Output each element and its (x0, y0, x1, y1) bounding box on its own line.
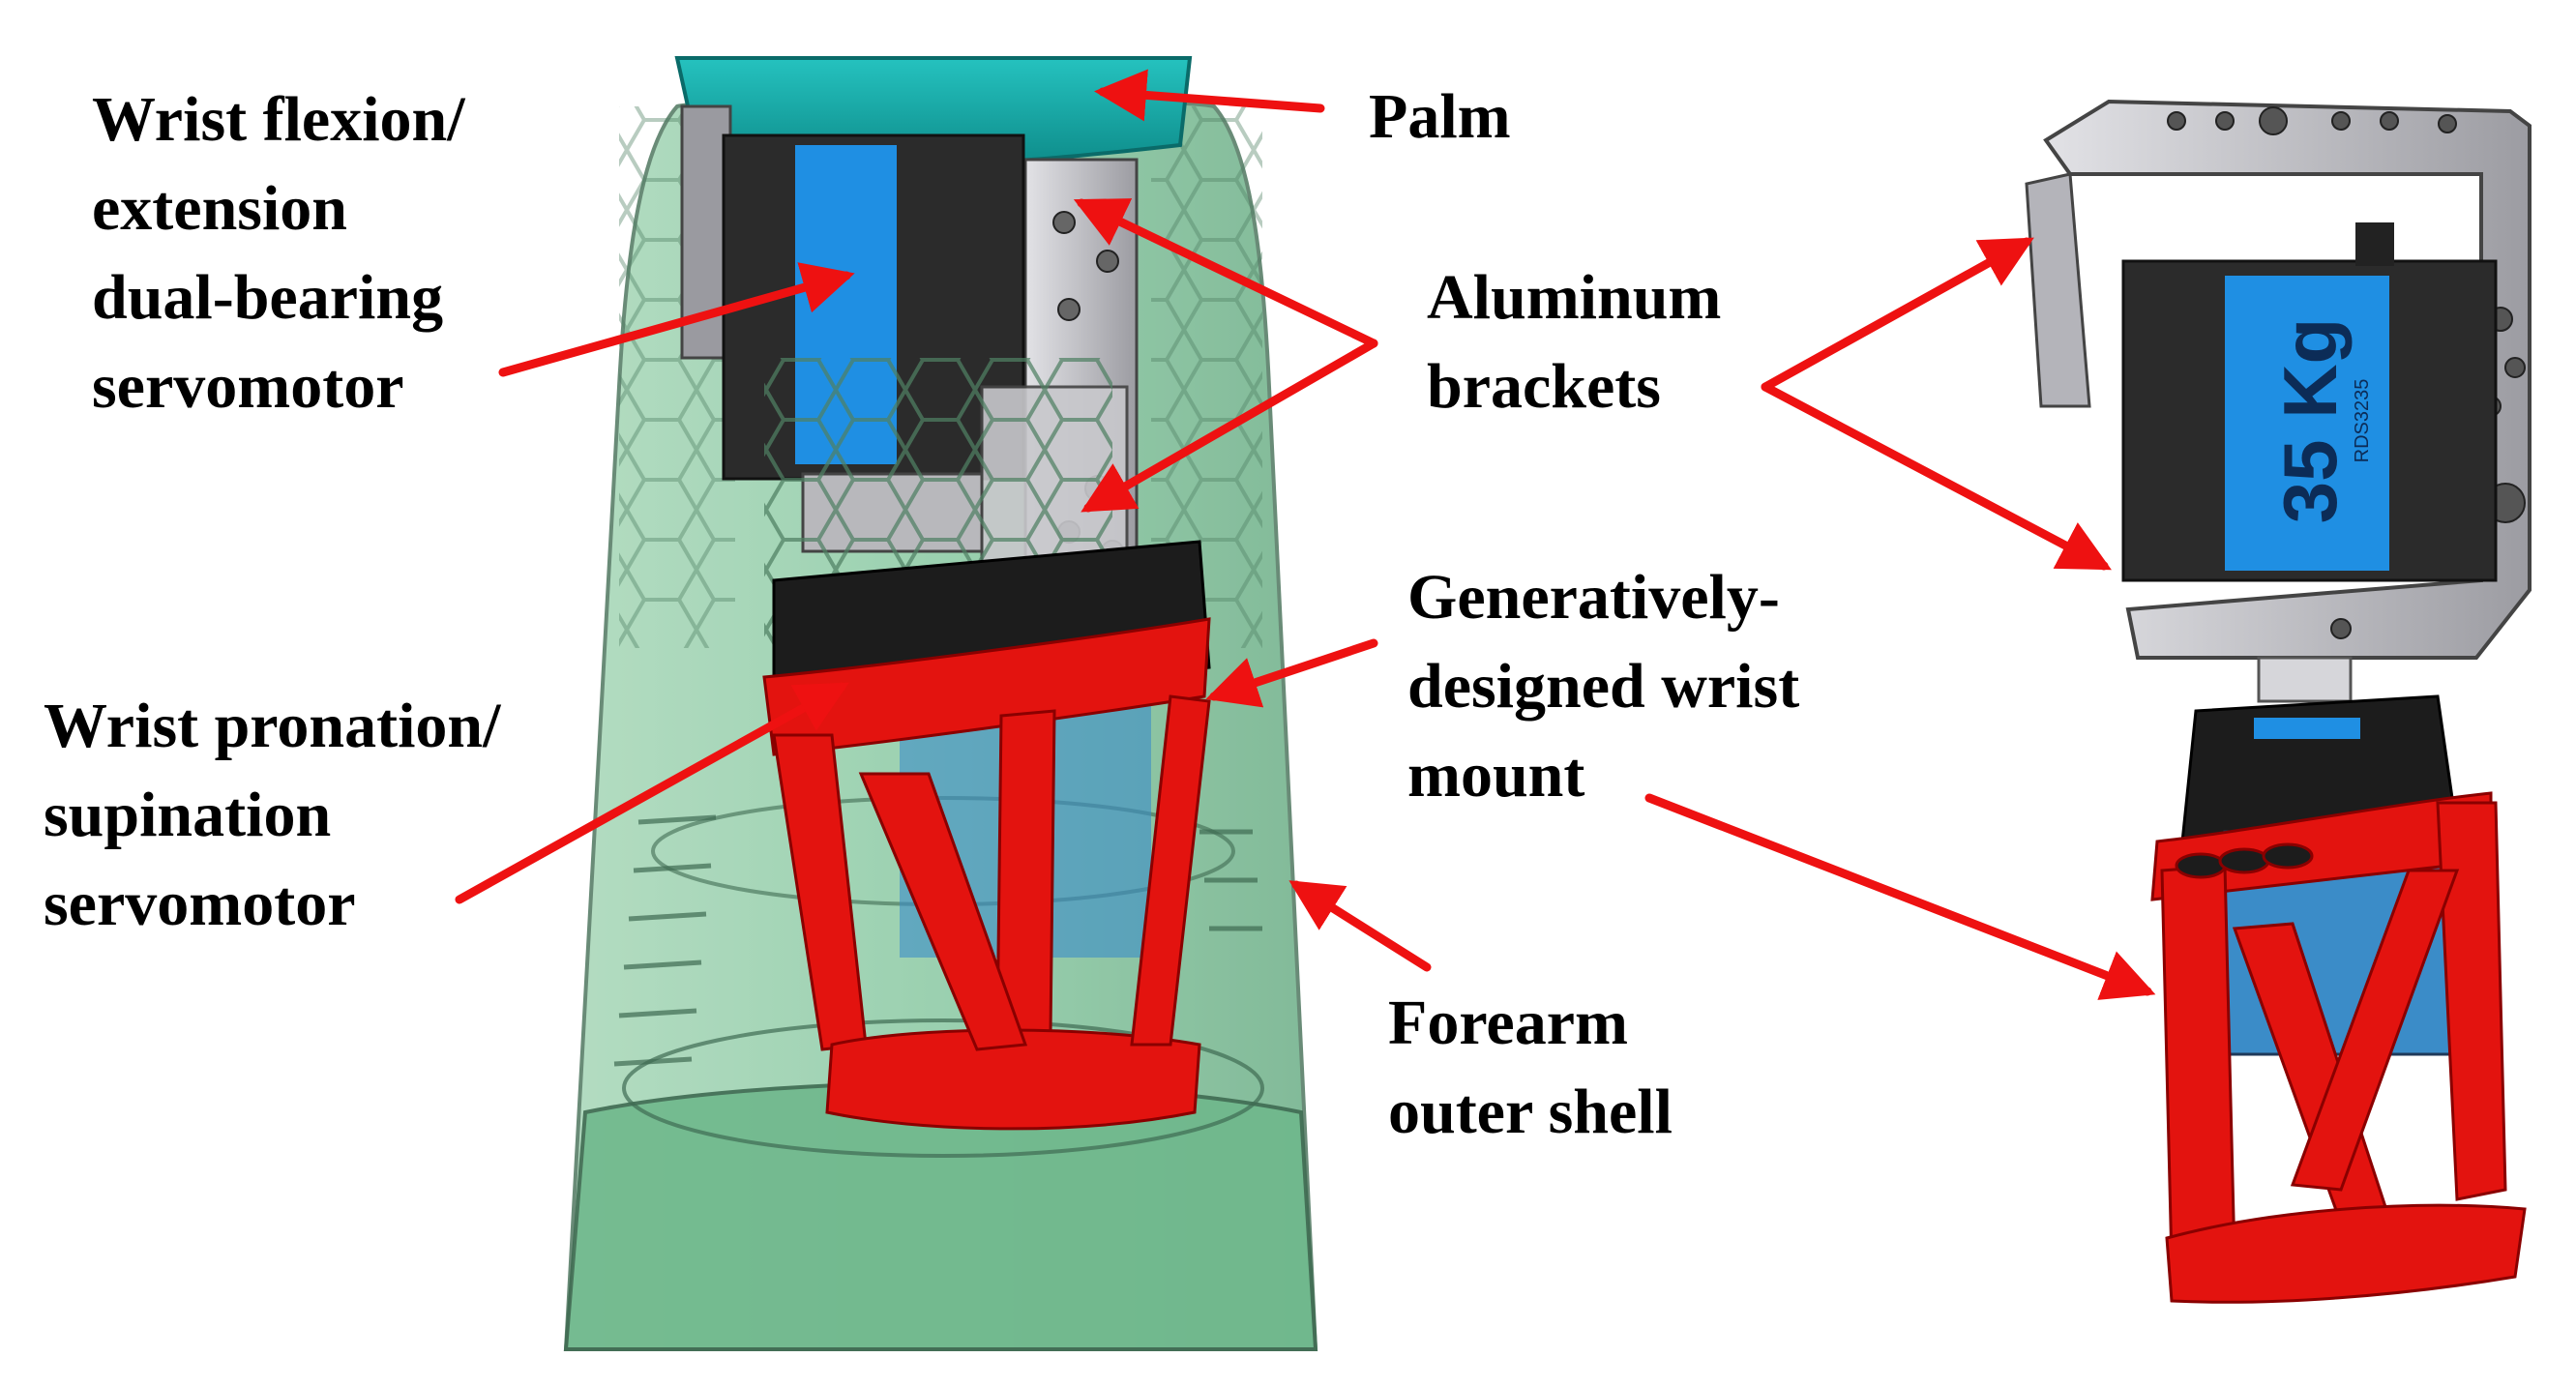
label-line: Generatively- (1407, 562, 1780, 633)
servo-horn (2257, 656, 2353, 703)
lower-servo-top-label (2254, 718, 2360, 739)
label-aluminum-brackets: Aluminum brackets (1427, 253, 1721, 431)
label-wrist-flexion: Wrist flexion/ extension dual-bearing se… (92, 75, 465, 431)
arrow-pronation-servo (455, 682, 849, 904)
label-line: Aluminum (1427, 262, 1722, 333)
arrow-mount-right (1644, 793, 2156, 1000)
arrow-bracket-right-lower (1761, 382, 2112, 571)
label-line: supination (44, 780, 332, 850)
wrist-mount-left (762, 617, 1211, 1131)
label-line: servomotor (92, 351, 404, 422)
shell-slots (613, 814, 1262, 1067)
label-line: designed wrist (1407, 651, 1800, 722)
arrow-bracket-right-upper (1761, 237, 2034, 392)
servo-badge-brand: RDS3235 (2352, 379, 2373, 463)
aluminum-bracket-inner (2025, 172, 2091, 408)
label-line: servomotor (44, 869, 356, 939)
inner-ring (622, 1018, 1264, 1158)
arrow-bracket-lower (1081, 339, 1378, 513)
label-wrist-pronation: Wrist pronation/ supination servomotor (44, 682, 500, 949)
arrow-mount-left (1205, 638, 1378, 708)
label-line: Forearm (1388, 988, 1628, 1058)
servo-badge-text: 35 Kg (2267, 318, 2353, 523)
label-line: dual-bearing (92, 262, 444, 333)
label-line: brackets (1427, 351, 1661, 422)
servo-assembly-exploded: 35 Kg RDS3235 (2025, 99, 2532, 1304)
label-line: outer shell (1388, 1077, 1673, 1147)
callout-arrows (455, 69, 2156, 1000)
forearm-assembly (563, 56, 1318, 1351)
label-line: Palm (1369, 81, 1511, 152)
label-line: extension (92, 173, 347, 244)
wrist-mount-right (2150, 791, 2527, 1304)
label-forearm-shell: Forearm outer shell (1388, 979, 1673, 1157)
label-palm: Palm (1369, 73, 1511, 162)
arrow-palm (1094, 69, 1325, 122)
arrow-forearm-shell (1288, 880, 1432, 972)
arrow-bracket-upper (1073, 198, 1378, 348)
bracket-servo-label (2225, 276, 2389, 571)
label-line: mount (1407, 740, 1585, 811)
arrow-flexion-servo (498, 262, 855, 377)
bracket-servo-tab (2355, 222, 2394, 266)
label-line: Wrist pronation/ (44, 691, 501, 761)
label-generative-mount: Generatively- designed wrist mount (1407, 553, 1799, 820)
label-line: Wrist flexion/ (92, 84, 465, 155)
